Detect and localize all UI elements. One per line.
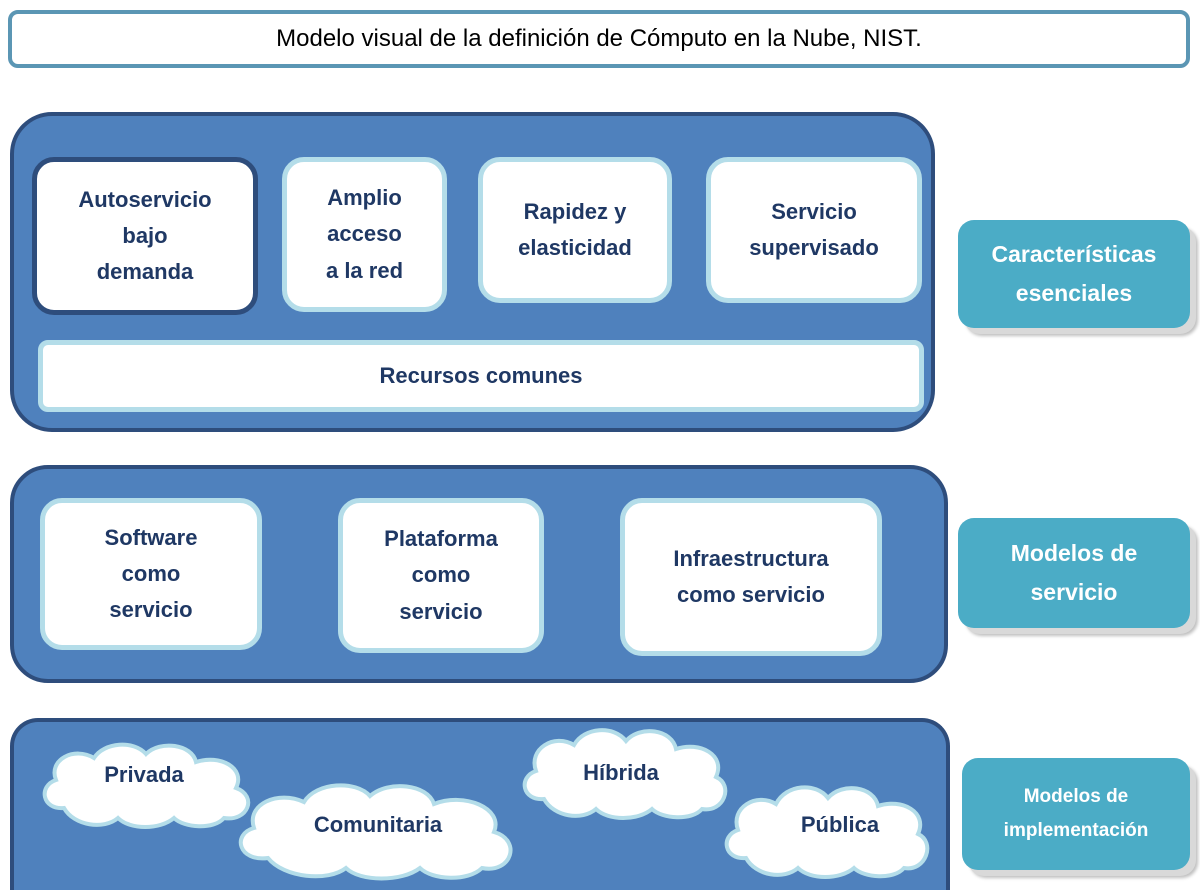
card-servicio-supervisado: Servicio supervisado [706, 157, 922, 303]
card-amplio-acceso: Amplio acceso a la red [282, 157, 447, 312]
label-caracteristicas-esenciales: Características esenciales [958, 220, 1190, 328]
card-recursos-comunes: Recursos comunes [38, 340, 924, 412]
cloud-label-privada: Privada [104, 762, 184, 787]
cloud-privada-icon [42, 742, 250, 829]
cloud-hibrida-icon [522, 728, 728, 820]
cloud-publica-icon [724, 785, 930, 879]
card-rapidez: Rapidez y elasticidad [478, 157, 672, 303]
card-autoservicio: Autoservicio bajo demanda [32, 157, 258, 315]
card-plataforma-servicio: Plataforma como servicio [338, 498, 544, 653]
cloud-label-hibrida: Híbrida [583, 760, 659, 785]
diagram-title: Modelo visual de la definición de Cómput… [8, 10, 1190, 68]
label-modelos-implementacion: Modelos de implementación [962, 758, 1190, 870]
cloud-label-publica: Pública [800, 812, 880, 837]
cloud-label-comunitaria: Comunitaria [313, 812, 443, 837]
card-software-servicio: Software como servicio [40, 498, 262, 650]
cloud-comunitaria-icon [238, 783, 513, 881]
label-modelos-servicio: Modelos de servicio [958, 518, 1190, 628]
card-infraestructura-servicio: Infraestructura como servicio [620, 498, 882, 656]
